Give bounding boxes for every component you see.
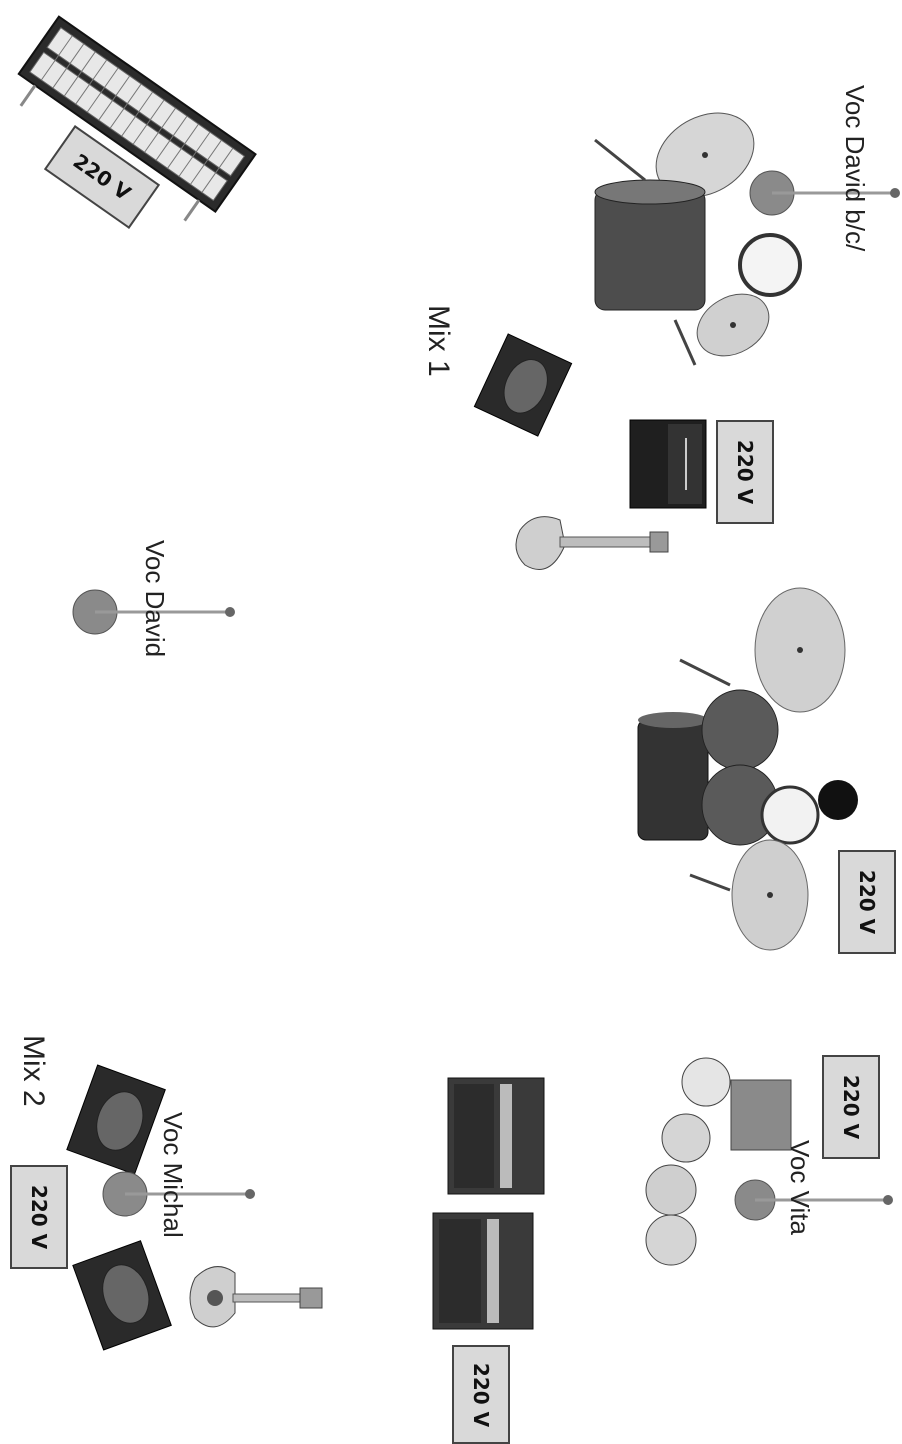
power-label: 220 V bbox=[839, 1074, 864, 1140]
drumkit-small bbox=[585, 110, 825, 370]
guitar-cab-icon bbox=[447, 1077, 545, 1195]
power-label: 220 V bbox=[733, 439, 758, 505]
power-label: 220 V bbox=[855, 869, 880, 935]
guitar-icon bbox=[189, 1266, 323, 1328]
label-voc-michal: Voc Michal bbox=[158, 1112, 188, 1238]
label-mix1: Mix 1 bbox=[422, 305, 455, 377]
power-box: 220 V bbox=[10, 1165, 68, 1269]
congas-icon bbox=[645, 1057, 792, 1266]
label-voc-david: Voc David bbox=[140, 540, 170, 658]
power-box: 220 V bbox=[838, 850, 896, 954]
keyboard-icon bbox=[17, 15, 257, 222]
microphone-icon bbox=[749, 170, 900, 216]
monitor-wedge-icon bbox=[473, 333, 573, 437]
power-box: 220 V bbox=[452, 1345, 510, 1444]
power-label: 220 V bbox=[27, 1184, 52, 1250]
label-voc-david-bc: Voc David b/c/ bbox=[840, 85, 870, 252]
microphone-icon bbox=[734, 1179, 893, 1221]
monitor-wedge-icon bbox=[72, 1240, 172, 1351]
monitor-wedge-icon bbox=[66, 1064, 166, 1175]
bass-guitar-icon bbox=[515, 516, 669, 570]
drumkit-small-icon bbox=[594, 112, 802, 366]
drumkit-large bbox=[630, 587, 860, 960]
bass-amp-icon bbox=[629, 419, 707, 509]
power-box: 220 V bbox=[822, 1055, 880, 1159]
microphone-icon bbox=[72, 589, 235, 635]
guitar-cab-icon bbox=[432, 1212, 534, 1330]
power-box: 220 V bbox=[716, 420, 774, 524]
keyboard bbox=[10, 10, 270, 222]
label-mix2: Mix 2 bbox=[17, 1035, 50, 1107]
power-label: 220 V bbox=[469, 1362, 494, 1427]
microphone-icon bbox=[102, 1171, 255, 1217]
drumkit-large-icon bbox=[637, 587, 858, 951]
label-voc-vita: Voc Vita bbox=[785, 1140, 815, 1235]
